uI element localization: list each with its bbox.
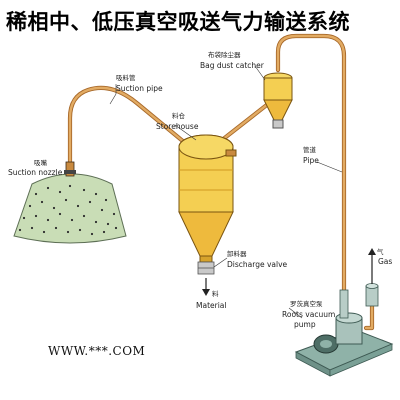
gas-outlet-arrow-icon: [368, 248, 376, 284]
svg-text:Roots vacuum: Roots vacuum: [282, 310, 335, 319]
material-pile: [13, 173, 127, 244]
svg-text:料仓: 料仓: [172, 111, 186, 120]
svg-text:吸料管: 吸料管: [116, 73, 136, 82]
svg-text:Suction nozzle: Suction nozzle: [8, 168, 63, 177]
label-suction-nozzle: 吸嘴 Suction nozzle: [8, 158, 63, 177]
svg-text:气: 气: [377, 247, 384, 256]
label-gas: 气 Gas: [377, 247, 392, 266]
label-bag-dust-catcher: 布袋除尘器 Bag dust catcher: [200, 50, 265, 70]
svg-text:Storehouse: Storehouse: [156, 122, 199, 131]
svg-text:Bag dust catcher: Bag dust catcher: [200, 61, 265, 70]
material-outlet-arrow-icon: [202, 278, 210, 296]
svg-text:料: 料: [212, 289, 219, 298]
svg-text:Suction pipe: Suction pipe: [116, 84, 163, 93]
label-discharge-valve: 卸料器 Discharge valve: [227, 249, 288, 269]
label-suction-pipe: 吸料管 Suction pipe: [116, 73, 163, 93]
bag-dust-catcher-vessel: [263, 72, 293, 129]
svg-text:Discharge valve: Discharge valve: [227, 260, 288, 269]
svg-text:Pipe: Pipe: [303, 156, 319, 165]
svg-text:管道: 管道: [303, 145, 317, 154]
label-roots-vacuum-pump: 罗茨真空泵 Roots vacuum pump: [282, 299, 335, 329]
svg-text:Gas: Gas: [378, 257, 392, 266]
roots-vacuum-pump-icon: [294, 283, 394, 377]
label-material: 料 Material: [196, 289, 226, 310]
svg-text:pump: pump: [294, 320, 316, 329]
svg-text:Material: Material: [196, 301, 226, 310]
svg-text:罗茨真空泵: 罗茨真空泵: [290, 299, 323, 308]
label-pipe: 管道 Pipe: [303, 145, 319, 165]
website-watermark: WWW.***.COM: [48, 344, 146, 358]
label-storehouse: 料仓 Storehouse: [156, 111, 199, 131]
diagram-title: 稀相中、低压真空吸送气力输送系统: [6, 9, 350, 34]
suction-nozzle-icon: [64, 161, 76, 177]
discharge-valve-icon: [197, 261, 215, 275]
leader-lines: [109, 65, 343, 319]
svg-text:卸料器: 卸料器: [227, 249, 247, 258]
svg-text:布袋除尘器: 布袋除尘器: [208, 50, 241, 59]
svg-text:吸嘴: 吸嘴: [34, 158, 48, 167]
pipe-network: [67, 33, 375, 331]
storehouse-vessel: [178, 134, 237, 263]
